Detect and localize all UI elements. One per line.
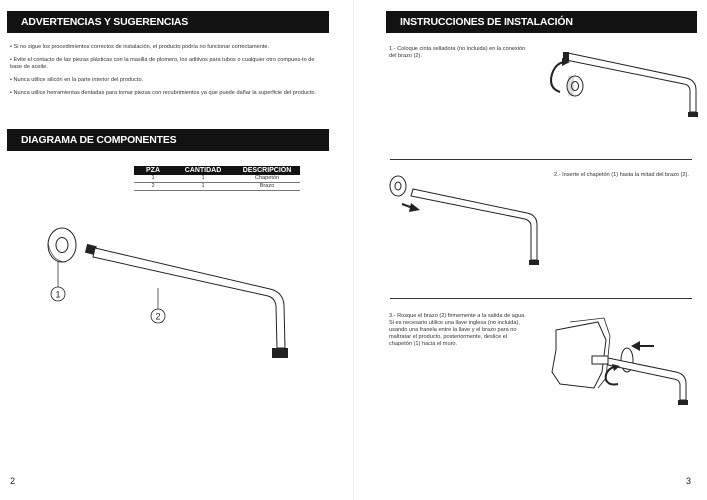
table-cell: 1	[134, 175, 172, 183]
table-header: PZA	[134, 166, 172, 175]
callout-1: 1	[55, 290, 60, 300]
escutcheon-illustration	[47, 227, 77, 263]
component-diagram: 1 2	[47, 227, 288, 358]
table-header: CANTIDAD	[172, 166, 234, 175]
table-cell: Chapetón	[234, 175, 300, 183]
table-cell: 2	[134, 182, 172, 191]
table-cell: Brazo	[234, 182, 300, 191]
diagram-heading: DIAGRAMA DE COMPONENTES	[7, 129, 329, 151]
table-row: 2 1 Brazo	[134, 182, 300, 191]
warnings-list: • Si no sigue los procedimientos correct…	[10, 44, 328, 103]
shower-arm-illustration	[84, 243, 288, 358]
warning-item: • Si no sigue los procedimientos correct…	[10, 44, 270, 50]
page-divider	[353, 0, 354, 500]
table-cell: 1	[172, 182, 234, 191]
section-divider	[390, 298, 692, 299]
page-number: 3	[686, 476, 692, 486]
table-header: DESCRIPCIÓN	[234, 166, 300, 175]
table-row: 1 1 Chapetón	[134, 175, 300, 183]
callout-2: 2	[155, 312, 160, 322]
section-divider	[390, 159, 692, 160]
step-3-text: 3.- Rosque el brazo (2) firmemente a la …	[389, 313, 526, 347]
callout-1-circle	[50, 286, 66, 302]
step-2-text: 2.- Inserte el chapetón (1) hasta la mit…	[554, 172, 689, 178]
warning-item: • Nunca utilice silicón en la parte inte…	[10, 77, 144, 83]
warning-item: • Nunca utilice herramientas dentadas pa…	[10, 90, 317, 96]
warning-item: • Evite el contacto de las piezas plásti…	[10, 57, 315, 70]
components-table: PZA CANTIDAD DESCRIPCIÓN 1 1 Chapetón 2 …	[134, 166, 300, 191]
left-page: ADVERTENCIAS Y SUGERENCIAS • Si no sigue…	[0, 0, 353, 500]
table-cell: 1	[172, 175, 234, 183]
callout-2-circle	[150, 308, 166, 324]
install-heading: INSTRUCCIONES DE INSTALACIÓN	[386, 11, 697, 33]
warnings-heading: ADVERTENCIAS Y SUGERENCIAS	[7, 11, 329, 33]
page-number: 2	[10, 476, 16, 486]
step-1-text: 1.- Coloque cinta selladora (no incluida…	[389, 46, 526, 59]
